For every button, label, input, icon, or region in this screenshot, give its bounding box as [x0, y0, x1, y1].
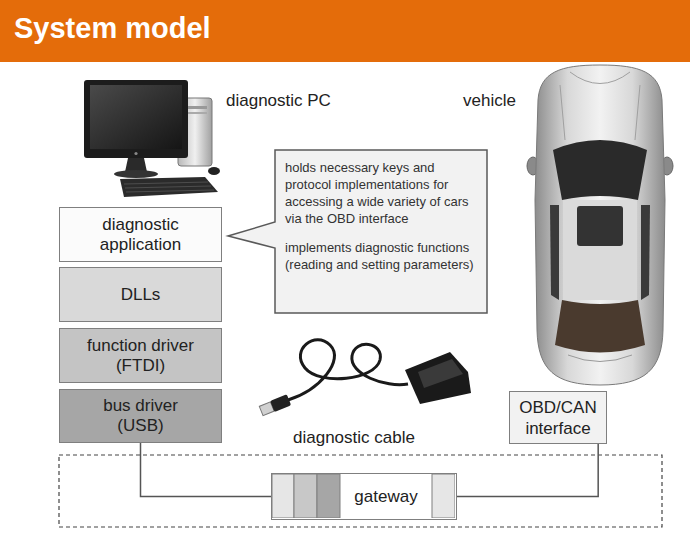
node-text: holds necessary keys and protocol implem…	[285, 159, 477, 227]
node-text: function driver (FTDI)	[82, 336, 199, 376]
bus-connector	[141, 443, 272, 497]
title-bar	[0, 0, 690, 62]
layer-box: diagnostic application	[59, 207, 222, 262]
caption-label: diagnostic PC	[226, 91, 331, 111]
callout-outline	[228, 150, 487, 313]
gateway-segment	[294, 474, 317, 518]
gateway-segment	[432, 474, 455, 518]
callout-bubble: holds necessary keys and protocol implem…	[275, 150, 487, 313]
node-text: implements diagnostic functions (reading…	[285, 239, 477, 273]
node-text: bus driver (USB)	[82, 396, 199, 436]
layer-box: bus driver (USB)	[59, 389, 222, 443]
node-text: gateway	[340, 474, 432, 519]
node-text: OBD/CAN interface	[514, 397, 602, 439]
car-illustration	[527, 65, 673, 385]
computer-illustration	[84, 80, 220, 197]
layer-box: function driver (FTDI)	[59, 328, 222, 383]
interface-box: OBD/CAN interface	[509, 391, 607, 444]
gateway-segment	[317, 474, 340, 518]
slide-title: System model	[14, 12, 211, 45]
node-text: DLLs	[121, 285, 161, 305]
bus-connector	[457, 444, 598, 497]
gateway-box: gateway	[271, 473, 457, 520]
caption-label: diagnostic cable	[293, 428, 415, 448]
system-boundary	[59, 455, 662, 527]
layer-box: DLLs	[59, 267, 222, 322]
cable-illustration	[259, 340, 471, 417]
caption-label: vehicle	[463, 91, 516, 111]
gateway-segment	[272, 474, 294, 518]
node-text: diagnostic application	[82, 215, 199, 255]
